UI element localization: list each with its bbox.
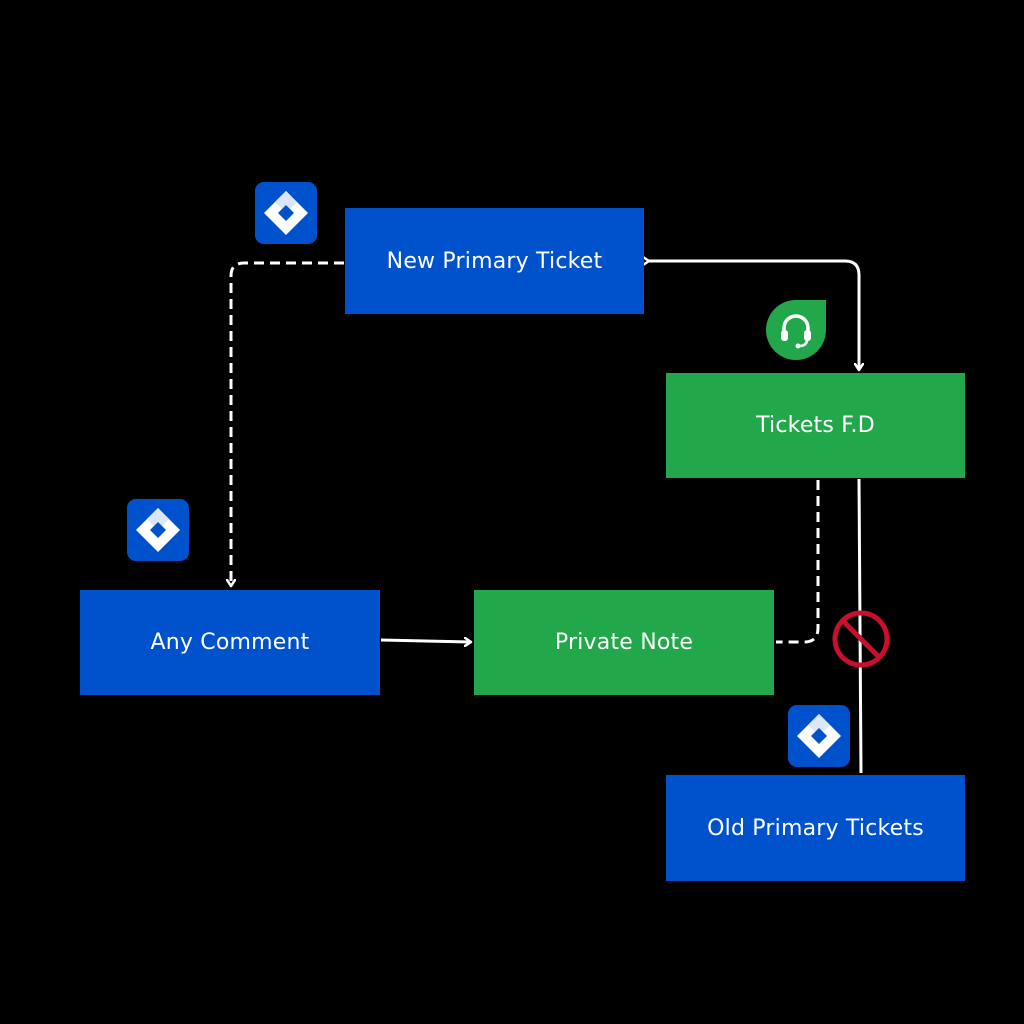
- node-label: Private Note: [554, 630, 694, 655]
- node-label: Any Comment: [150, 630, 310, 655]
- connector-tickets-fd-to-private-note: [776, 480, 820, 644]
- connector-new-primary-to-tickets-fd: [648, 261, 859, 369]
- jira-logo-icon: [788, 705, 850, 767]
- node-old-primary-tickets: Old Primary Tickets: [666, 775, 965, 881]
- connector-new-primary-to-any-comment: [231, 261, 344, 585]
- node-tickets-fd: Tickets F.D: [666, 373, 965, 478]
- connector-any-comment-to-private-note: [380, 640, 470, 642]
- node-any-comment: Any Comment: [80, 590, 380, 695]
- node-private-note: Private Note: [474, 590, 774, 695]
- node-new-primary-ticket: New Primary Ticket: [345, 208, 644, 314]
- node-label: Tickets F.D: [756, 413, 875, 438]
- node-label: New Primary Ticket: [386, 248, 603, 274]
- jira-logo-icon: [255, 182, 317, 244]
- freshdesk-headset-icon: [765, 299, 827, 361]
- jira-logo-icon: [127, 499, 189, 561]
- connector-tickets-fd-to-old-primary: [857, 478, 863, 774]
- node-label: Old Primary Tickets: [707, 815, 924, 841]
- no-entry-icon: [832, 610, 890, 668]
